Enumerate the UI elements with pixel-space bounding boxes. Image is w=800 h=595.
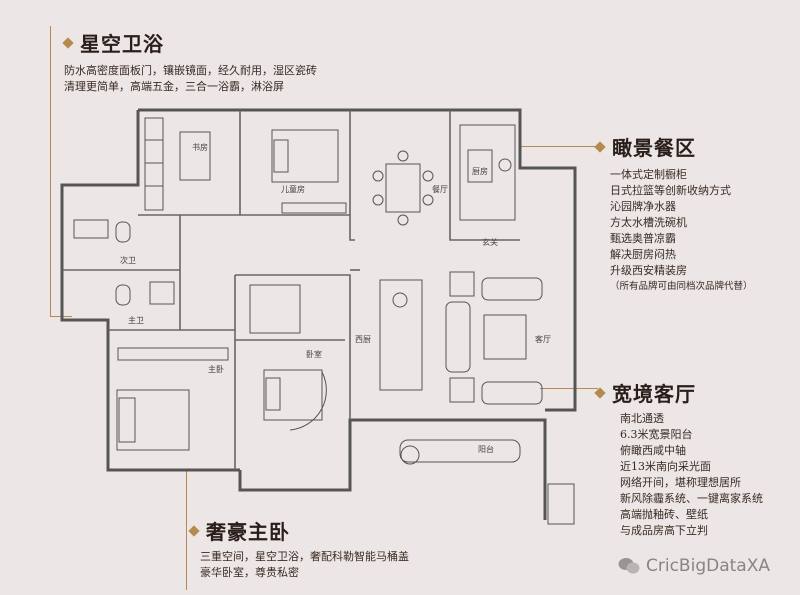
dining-line: 解决厨房闷热 xyxy=(610,248,676,261)
dining-lines: 一体式定制橱柜 日式拉篮等创新收纳方式 沁园牌净水器 方太水槽洗碗机 甄选奥普凉… xyxy=(610,167,753,295)
living-lines: 南北通透 6.3米宽景阳台 俯瞰西咸中轴 近13米南向采光面 网络开间，堪称理想… xyxy=(620,411,763,539)
living-line: 新风除霾系统、一键离家系统 xyxy=(620,492,763,505)
living-line: 近13米南向采光面 xyxy=(620,460,711,473)
living-line: 网络开间，堪称理想居所 xyxy=(620,476,741,489)
master-section: 奢豪主卧 三重空间，星空卫浴，奢配科勒智能马桶盖 豪华卧室，尊贵私密 xyxy=(188,516,409,581)
dining-connector-line xyxy=(520,146,598,147)
living-line: 俯瞰西咸中轴 xyxy=(620,444,686,457)
dining-section: 瞰景餐区 一体式定制橱柜 日式拉篮等创新收纳方式 沁园牌净水器 方太水槽洗碗机 … xyxy=(594,132,753,295)
living-line: 南北通透 xyxy=(620,412,664,425)
dining-line: 一体式定制橱柜 xyxy=(610,168,687,181)
dining-line: 日式拉篮等创新收纳方式 xyxy=(610,184,731,197)
room-label-west-hall: 西厨 xyxy=(355,335,371,344)
master-header: 奢豪主卧 xyxy=(188,516,409,545)
room-label-kitchen: 厨房 xyxy=(472,166,488,176)
bath-line: 防水高密度面板门，镶嵌镜面，经久耐用，湿区瓷砖 xyxy=(64,64,317,77)
bath-line: 清理更简单，高端五金，三合一浴霸，淋浴屏 xyxy=(64,80,284,93)
room-label-master-bath: 主卫 xyxy=(128,315,144,325)
room-label-bedroom: 卧室 xyxy=(306,349,322,359)
dining-line: 甄选奥普凉霸 xyxy=(610,232,676,245)
living-line: 与成品房高下立判 xyxy=(620,524,708,537)
dining-header: 瞰景餐区 xyxy=(594,132,753,161)
living-line: 高端抛釉砖、壁纸 xyxy=(620,508,708,521)
room-label-entry: 玄关 xyxy=(482,237,498,247)
room-label-kids: 儿童房 xyxy=(281,184,305,194)
bath-connector-line xyxy=(50,26,51,316)
living-header: 宽境客厅 xyxy=(594,378,763,407)
room-label-balcony: 阳台 xyxy=(478,444,494,454)
living-title: 宽境客厅 xyxy=(612,382,696,406)
room-label-master: 主卧 xyxy=(208,364,224,374)
bath-lines: 防水高密度面板门，镶嵌镜面，经久耐用，湿区瓷砖 清理更简单，高端五金，三合一浴霸… xyxy=(64,63,317,95)
master-line: 三重空间，星空卫浴，奢配科勒智能马桶盖 xyxy=(200,550,409,563)
master-lines: 三重空间，星空卫浴，奢配科勒智能马桶盖 豪华卧室，尊贵私密 xyxy=(200,549,409,581)
bath-section: 星空卫浴 防水高密度面板门，镶嵌镜面，经久耐用，湿区瓷砖 清理更简单，高端五金，… xyxy=(62,28,317,95)
room-label-bath2: 次卫 xyxy=(120,255,136,265)
wechat-icon xyxy=(618,557,640,575)
living-line: 6.3米宽景阳台 xyxy=(620,428,693,441)
living-section: 宽境客厅 南北通透 6.3米宽景阳台 俯瞰西咸中轴 近13米南向采光面 网络开间… xyxy=(594,378,763,539)
bath-header: 星空卫浴 xyxy=(62,28,317,57)
master-line: 豪华卧室，尊贵私密 xyxy=(200,566,299,579)
dining-line: 升级西安精装房 xyxy=(610,264,687,277)
dining-line: 方太水槽洗碗机 xyxy=(610,216,687,229)
bath-title: 星空卫浴 xyxy=(80,32,164,56)
dining-title: 瞰景餐区 xyxy=(612,136,696,160)
master-connector-line xyxy=(186,470,187,590)
room-label-dining: 餐厅 xyxy=(432,185,448,194)
master-title: 奢豪主卧 xyxy=(206,520,290,544)
room-label-living: 客厅 xyxy=(535,334,551,344)
watermark-text: CricBigDataXA xyxy=(646,556,770,576)
room-label-study: 书房 xyxy=(192,142,208,152)
dining-line: （所有品牌可由同档次品牌代替） xyxy=(610,281,753,292)
living-connector-line xyxy=(540,388,598,389)
watermark: CricBigDataXA xyxy=(618,556,770,576)
dining-line: 沁园牌净水器 xyxy=(610,200,676,213)
